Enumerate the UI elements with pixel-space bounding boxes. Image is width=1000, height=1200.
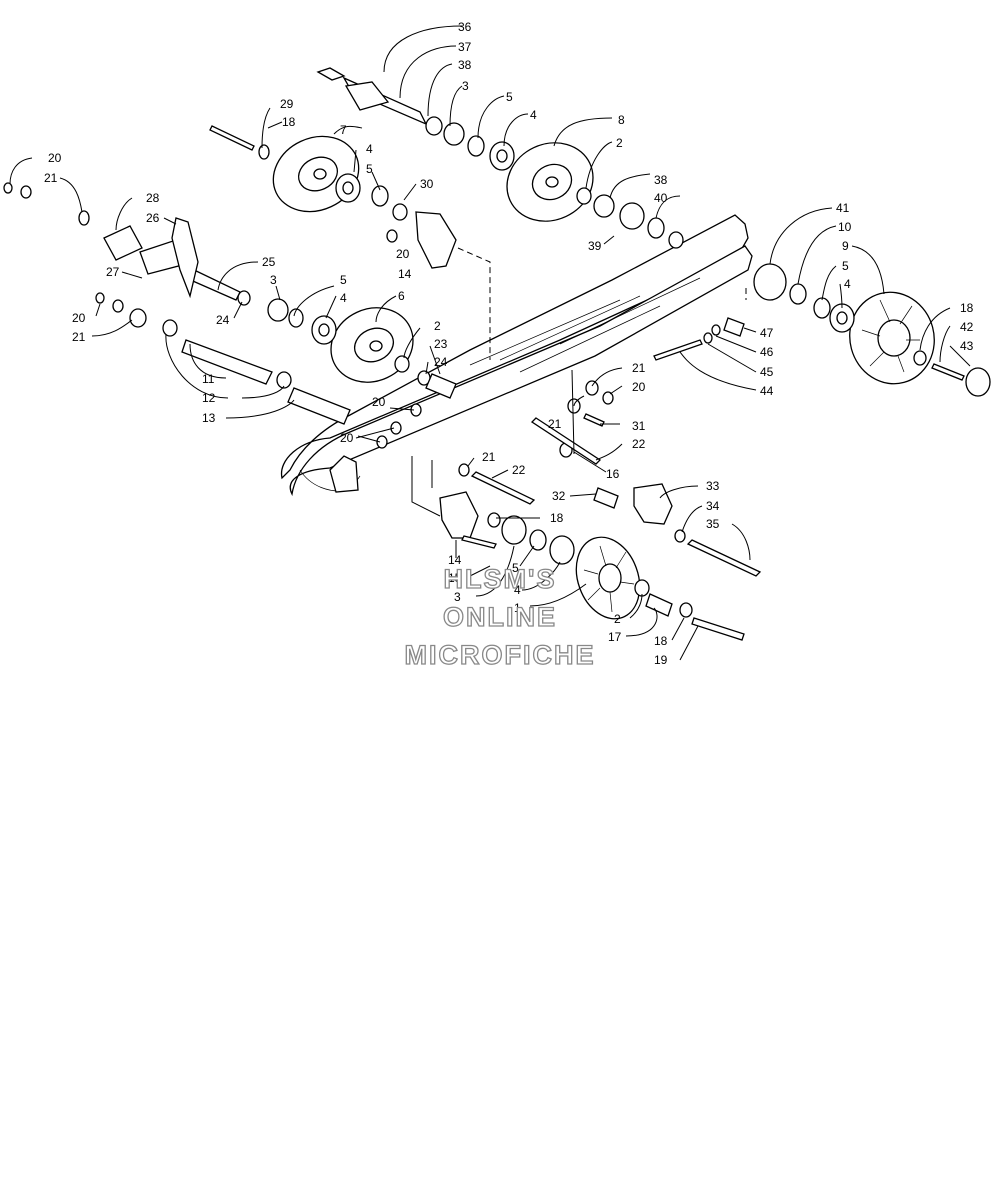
wheel-9 bbox=[849, 291, 935, 385]
callout-21: 21 bbox=[44, 171, 58, 185]
callout-20: 20 bbox=[48, 151, 62, 165]
callout-45: 45 bbox=[760, 365, 774, 379]
callout-21: 21 bbox=[72, 330, 86, 344]
callout-21: 21 bbox=[482, 450, 496, 464]
callout-1: 1 bbox=[514, 601, 521, 615]
leader-lines bbox=[9, 25, 971, 661]
wheel-6 bbox=[330, 307, 414, 383]
upper-axle bbox=[316, 67, 428, 126]
callout-22: 22 bbox=[632, 437, 646, 451]
callout-4: 4 bbox=[844, 277, 851, 291]
callout-5: 5 bbox=[842, 259, 849, 273]
watermark-line-2: ONLINE bbox=[443, 602, 557, 632]
callout-20: 20 bbox=[372, 395, 386, 409]
callout-18: 18 bbox=[960, 301, 974, 315]
callout-32: 32 bbox=[552, 489, 566, 503]
callout-8: 8 bbox=[618, 113, 625, 127]
callout-14: 14 bbox=[448, 553, 462, 567]
callout-13: 13 bbox=[202, 411, 216, 425]
watermark-line-3: MICROFICHE bbox=[405, 640, 596, 670]
callout-41: 41 bbox=[836, 201, 850, 215]
callout-11: 11 bbox=[202, 372, 215, 386]
callout-29: 29 bbox=[280, 97, 294, 111]
callout-38: 38 bbox=[458, 58, 472, 72]
callout-4: 4 bbox=[514, 583, 521, 597]
callout-20: 20 bbox=[72, 311, 86, 325]
callout-34: 34 bbox=[706, 499, 720, 513]
callout-31: 31 bbox=[632, 419, 646, 433]
callout-42: 42 bbox=[960, 320, 974, 334]
wheel-8 bbox=[506, 142, 594, 222]
callout-18: 18 bbox=[282, 115, 296, 129]
callout-4: 4 bbox=[530, 108, 537, 122]
callout-43: 43 bbox=[960, 339, 974, 353]
callout-5: 5 bbox=[340, 273, 347, 287]
callout-14: 14 bbox=[398, 267, 412, 281]
callout-35: 35 bbox=[706, 517, 720, 531]
callout-20: 20 bbox=[340, 431, 354, 445]
callout-2: 2 bbox=[614, 612, 621, 626]
callout-21: 21 bbox=[632, 361, 646, 375]
callout-17: 17 bbox=[608, 630, 622, 644]
callout-28: 28 bbox=[146, 191, 160, 205]
callout-18: 18 bbox=[654, 634, 668, 648]
callout-7: 7 bbox=[340, 123, 347, 137]
callout-5: 5 bbox=[506, 90, 513, 104]
bolts bbox=[209, 125, 965, 641]
callout-3: 3 bbox=[270, 273, 277, 287]
callout-15: 15 bbox=[448, 571, 462, 585]
callout-47: 47 bbox=[760, 326, 774, 340]
bearings-and-washers bbox=[3, 116, 991, 618]
watermark-line-1: HLSM'S bbox=[444, 564, 557, 594]
callout-44: 44 bbox=[760, 384, 774, 398]
callout-12: 12 bbox=[202, 391, 216, 405]
callout-3: 3 bbox=[454, 590, 461, 604]
callout-25: 25 bbox=[262, 255, 276, 269]
callout-5: 5 bbox=[366, 162, 373, 176]
callout-33: 33 bbox=[706, 479, 720, 493]
brackets bbox=[171, 211, 673, 539]
callout-10: 10 bbox=[838, 220, 852, 234]
callout-2: 2 bbox=[616, 136, 623, 150]
callout-26: 26 bbox=[146, 211, 160, 225]
callout-16: 16 bbox=[606, 467, 620, 481]
callout-27: 27 bbox=[106, 265, 120, 279]
callout-24: 24 bbox=[434, 355, 448, 369]
wheel-1 bbox=[575, 536, 641, 620]
wheel-7 bbox=[272, 135, 360, 213]
slide-rail bbox=[280, 214, 753, 497]
callout-21: 21 bbox=[548, 417, 562, 431]
callout-30: 30 bbox=[420, 177, 434, 191]
callout-40: 40 bbox=[654, 191, 668, 205]
callout-22: 22 bbox=[512, 463, 526, 477]
callout-18: 18 bbox=[550, 511, 564, 525]
callout-19: 19 bbox=[654, 653, 668, 667]
callout-39: 39 bbox=[588, 239, 602, 253]
callout-5: 5 bbox=[512, 561, 519, 575]
callout-labels: 36 37 38 3 5 4 8 2 38 40 39 29 18 7 4 5 … bbox=[44, 20, 974, 667]
callout-20: 20 bbox=[632, 380, 646, 394]
callout-23: 23 bbox=[434, 337, 448, 351]
callout-20: 20 bbox=[396, 247, 410, 261]
callout-24: 24 bbox=[216, 313, 230, 327]
assembly-lines bbox=[411, 247, 747, 517]
callout-6: 6 bbox=[398, 289, 405, 303]
callout-46: 46 bbox=[760, 345, 774, 359]
callout-2: 2 bbox=[434, 319, 441, 333]
callout-37: 37 bbox=[458, 40, 472, 54]
watermark: HLSM'S ONLINE MICROFICHE bbox=[404, 563, 596, 670]
callout-9: 9 bbox=[842, 239, 849, 253]
callout-36: 36 bbox=[458, 20, 472, 34]
callout-38: 38 bbox=[654, 173, 668, 187]
callout-4: 4 bbox=[366, 142, 373, 156]
callout-4: 4 bbox=[340, 291, 347, 305]
callout-3: 3 bbox=[462, 79, 469, 93]
